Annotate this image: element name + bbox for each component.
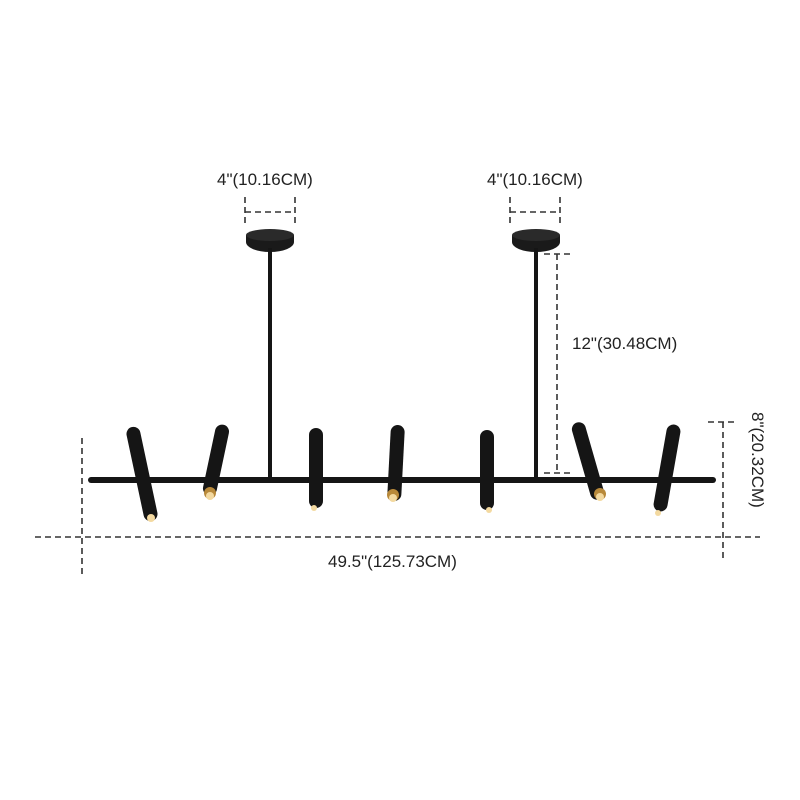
- rod-right: [534, 248, 538, 478]
- rod-height-label: 12"(30.48CM): [572, 334, 678, 353]
- light-4: [387, 425, 405, 502]
- canopy-left-width-label: 4"(10.16CM): [217, 170, 313, 189]
- light-3: [309, 428, 323, 511]
- light-5: [480, 430, 494, 513]
- total-length-label: 49.5"(125.73CM): [328, 552, 457, 571]
- light-6: [571, 422, 606, 501]
- light-7: [653, 424, 681, 516]
- fixture-height-label: 8"(20.32CM): [748, 412, 767, 508]
- rod-left: [268, 248, 272, 478]
- light-2: [202, 424, 230, 500]
- dimension-lines: [35, 197, 760, 576]
- light-1: [126, 426, 158, 522]
- chandelier: [88, 229, 716, 522]
- canopy-right-width-label: 4"(10.16CM): [487, 170, 583, 189]
